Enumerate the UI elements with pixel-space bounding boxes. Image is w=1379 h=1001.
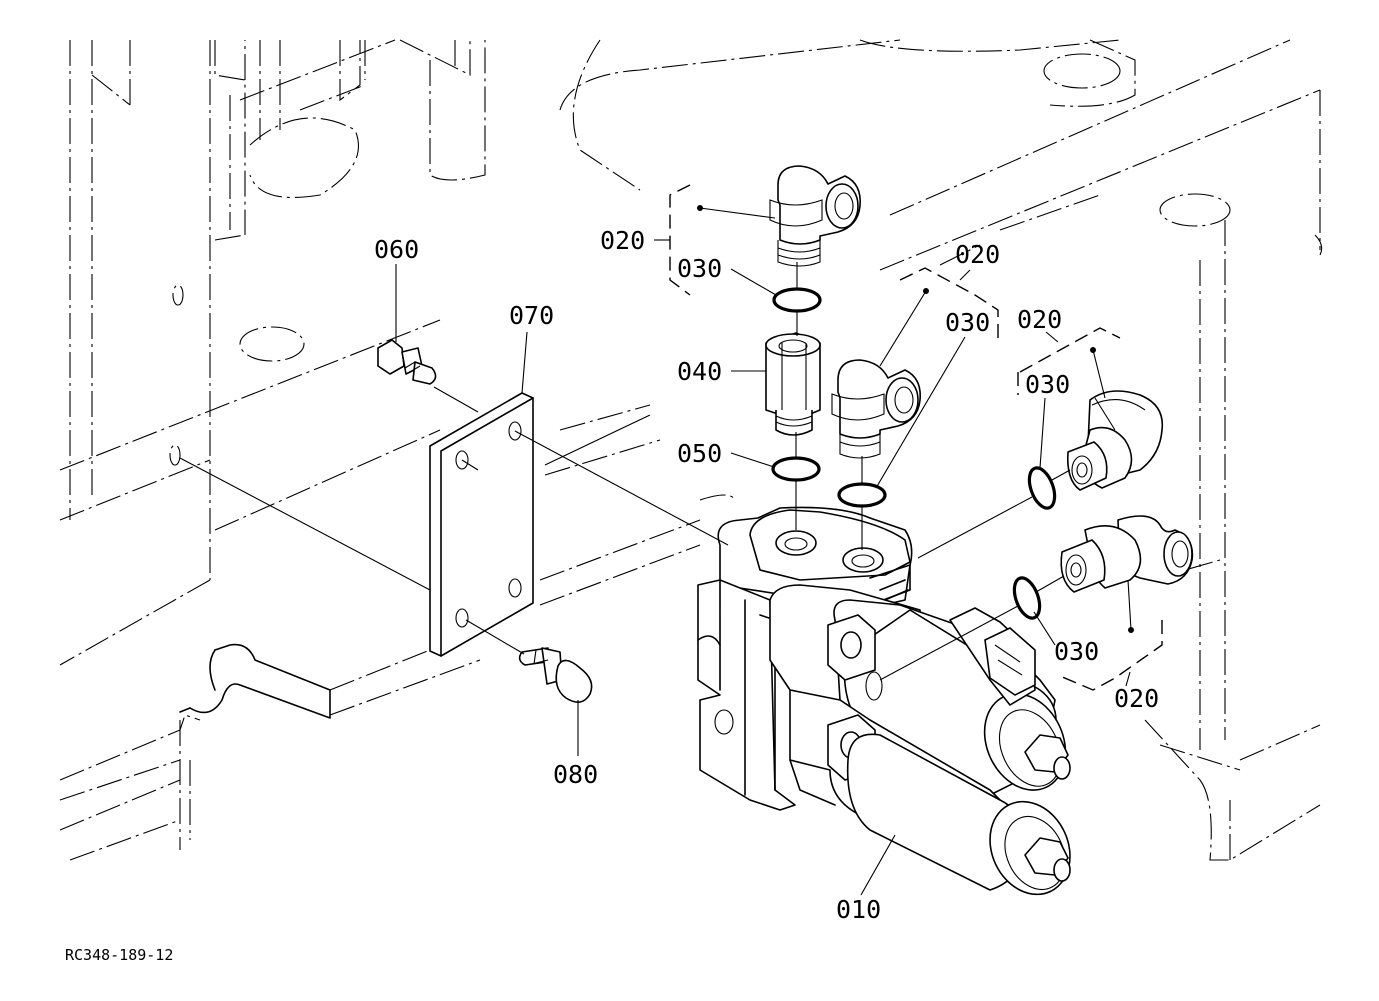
label-020-mid: 020: [955, 240, 1000, 269]
part-010-solenoid-valve: [697, 506, 1071, 896]
label-030-mid: 030: [945, 308, 990, 337]
part-030-oring-right: [1027, 466, 1057, 510]
reference-code: RC348-189-12: [65, 946, 173, 964]
part-020-elbow-bottom: [1060, 515, 1194, 593]
label-030-top: 030: [677, 254, 722, 283]
frame-flange: [179, 643, 331, 719]
label-010: 010: [836, 895, 881, 924]
leader-lines: [395, 184, 1163, 896]
label-020-top: 020: [600, 226, 645, 255]
label-050: 050: [677, 439, 722, 468]
part-050-oring: [771, 456, 821, 482]
background-frame: [59, 39, 1323, 861]
part-080-bolt: [518, 647, 593, 703]
label-070: 070: [509, 301, 554, 330]
label-040: 040: [677, 357, 722, 386]
part-020-elbow-mid: [831, 359, 922, 459]
part-020-elbow-top: [769, 165, 862, 267]
assembly-lines: [179, 262, 1071, 681]
part-040-adapter: [765, 332, 821, 436]
part-030-oring-top: [772, 287, 822, 313]
label-030-right: 030: [1025, 370, 1070, 399]
label-020-right: 020: [1017, 305, 1062, 334]
label-060: 060: [374, 235, 419, 264]
part-labels: 020 030 040 050 020 030 020 030 030 020 …: [65, 226, 1159, 964]
part-060-bolt: [377, 339, 437, 385]
part-020-elbow-right: [1066, 390, 1164, 491]
part-030-oring-mid: [837, 482, 887, 508]
label-080: 080: [553, 760, 598, 789]
part-030-oring-bottom: [1012, 576, 1042, 620]
label-030-bottom: 030: [1054, 637, 1099, 666]
label-020-bottom: 020: [1114, 684, 1159, 713]
